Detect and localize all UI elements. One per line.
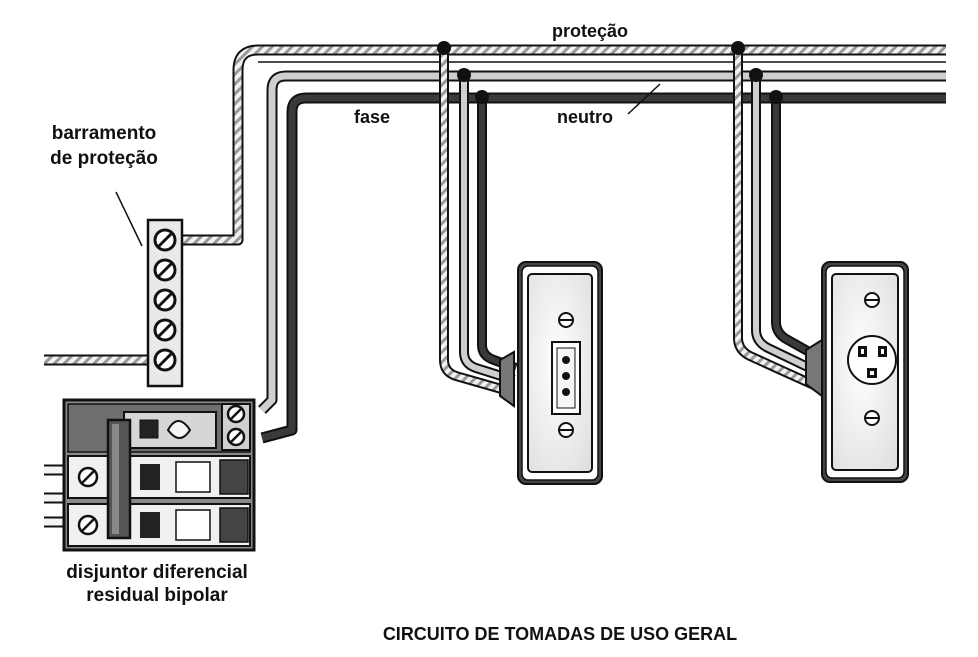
- protection-wire: [150, 44, 946, 246]
- label-neutral: neutro: [557, 107, 613, 127]
- label-protection: proteção: [552, 21, 628, 41]
- screw-icon: [153, 348, 177, 372]
- label-breaker-line2: residual bipolar: [86, 585, 228, 606]
- screw-icon: [226, 427, 246, 447]
- screw-icon: [226, 404, 246, 424]
- breaker-lever: [106, 418, 132, 540]
- phase-wire: [260, 92, 946, 444]
- busbar-screws: [153, 228, 177, 372]
- splice-dots: [437, 41, 783, 104]
- outlet-2-drop-wires: [733, 50, 823, 391]
- protection-busbar: [146, 218, 184, 388]
- label-busbar-line2: de proteção: [50, 148, 158, 169]
- label-leaders: [115, 83, 661, 247]
- label-phase: fase: [354, 107, 390, 127]
- screw-icon: [153, 228, 177, 252]
- outlet-1-drop-wires: [439, 50, 518, 397]
- outlet-1: [499, 261, 603, 485]
- socket-round-3-pin: [847, 335, 897, 385]
- screw-icon: [864, 410, 880, 426]
- screw-icon: [153, 258, 177, 282]
- screw-icon: [558, 422, 574, 438]
- diagram-caption: CIRCUITO DE TOMADAS DE USO GERAL: [383, 624, 737, 644]
- screw-icon: [77, 466, 99, 488]
- label-busbar-line1: barramento: [52, 123, 157, 144]
- screw-icon: [558, 312, 574, 328]
- socket-3-pin-vertical: [551, 341, 581, 415]
- outlet-2: [805, 261, 909, 483]
- label-breaker-line1: disjuntor diferencial: [66, 562, 248, 583]
- neutral-wire: [258, 70, 946, 414]
- screw-icon: [864, 292, 880, 308]
- screw-icon: [77, 514, 99, 536]
- rcd-breaker: [44, 398, 256, 552]
- screw-icon: [153, 288, 177, 312]
- screw-icon: [153, 318, 177, 342]
